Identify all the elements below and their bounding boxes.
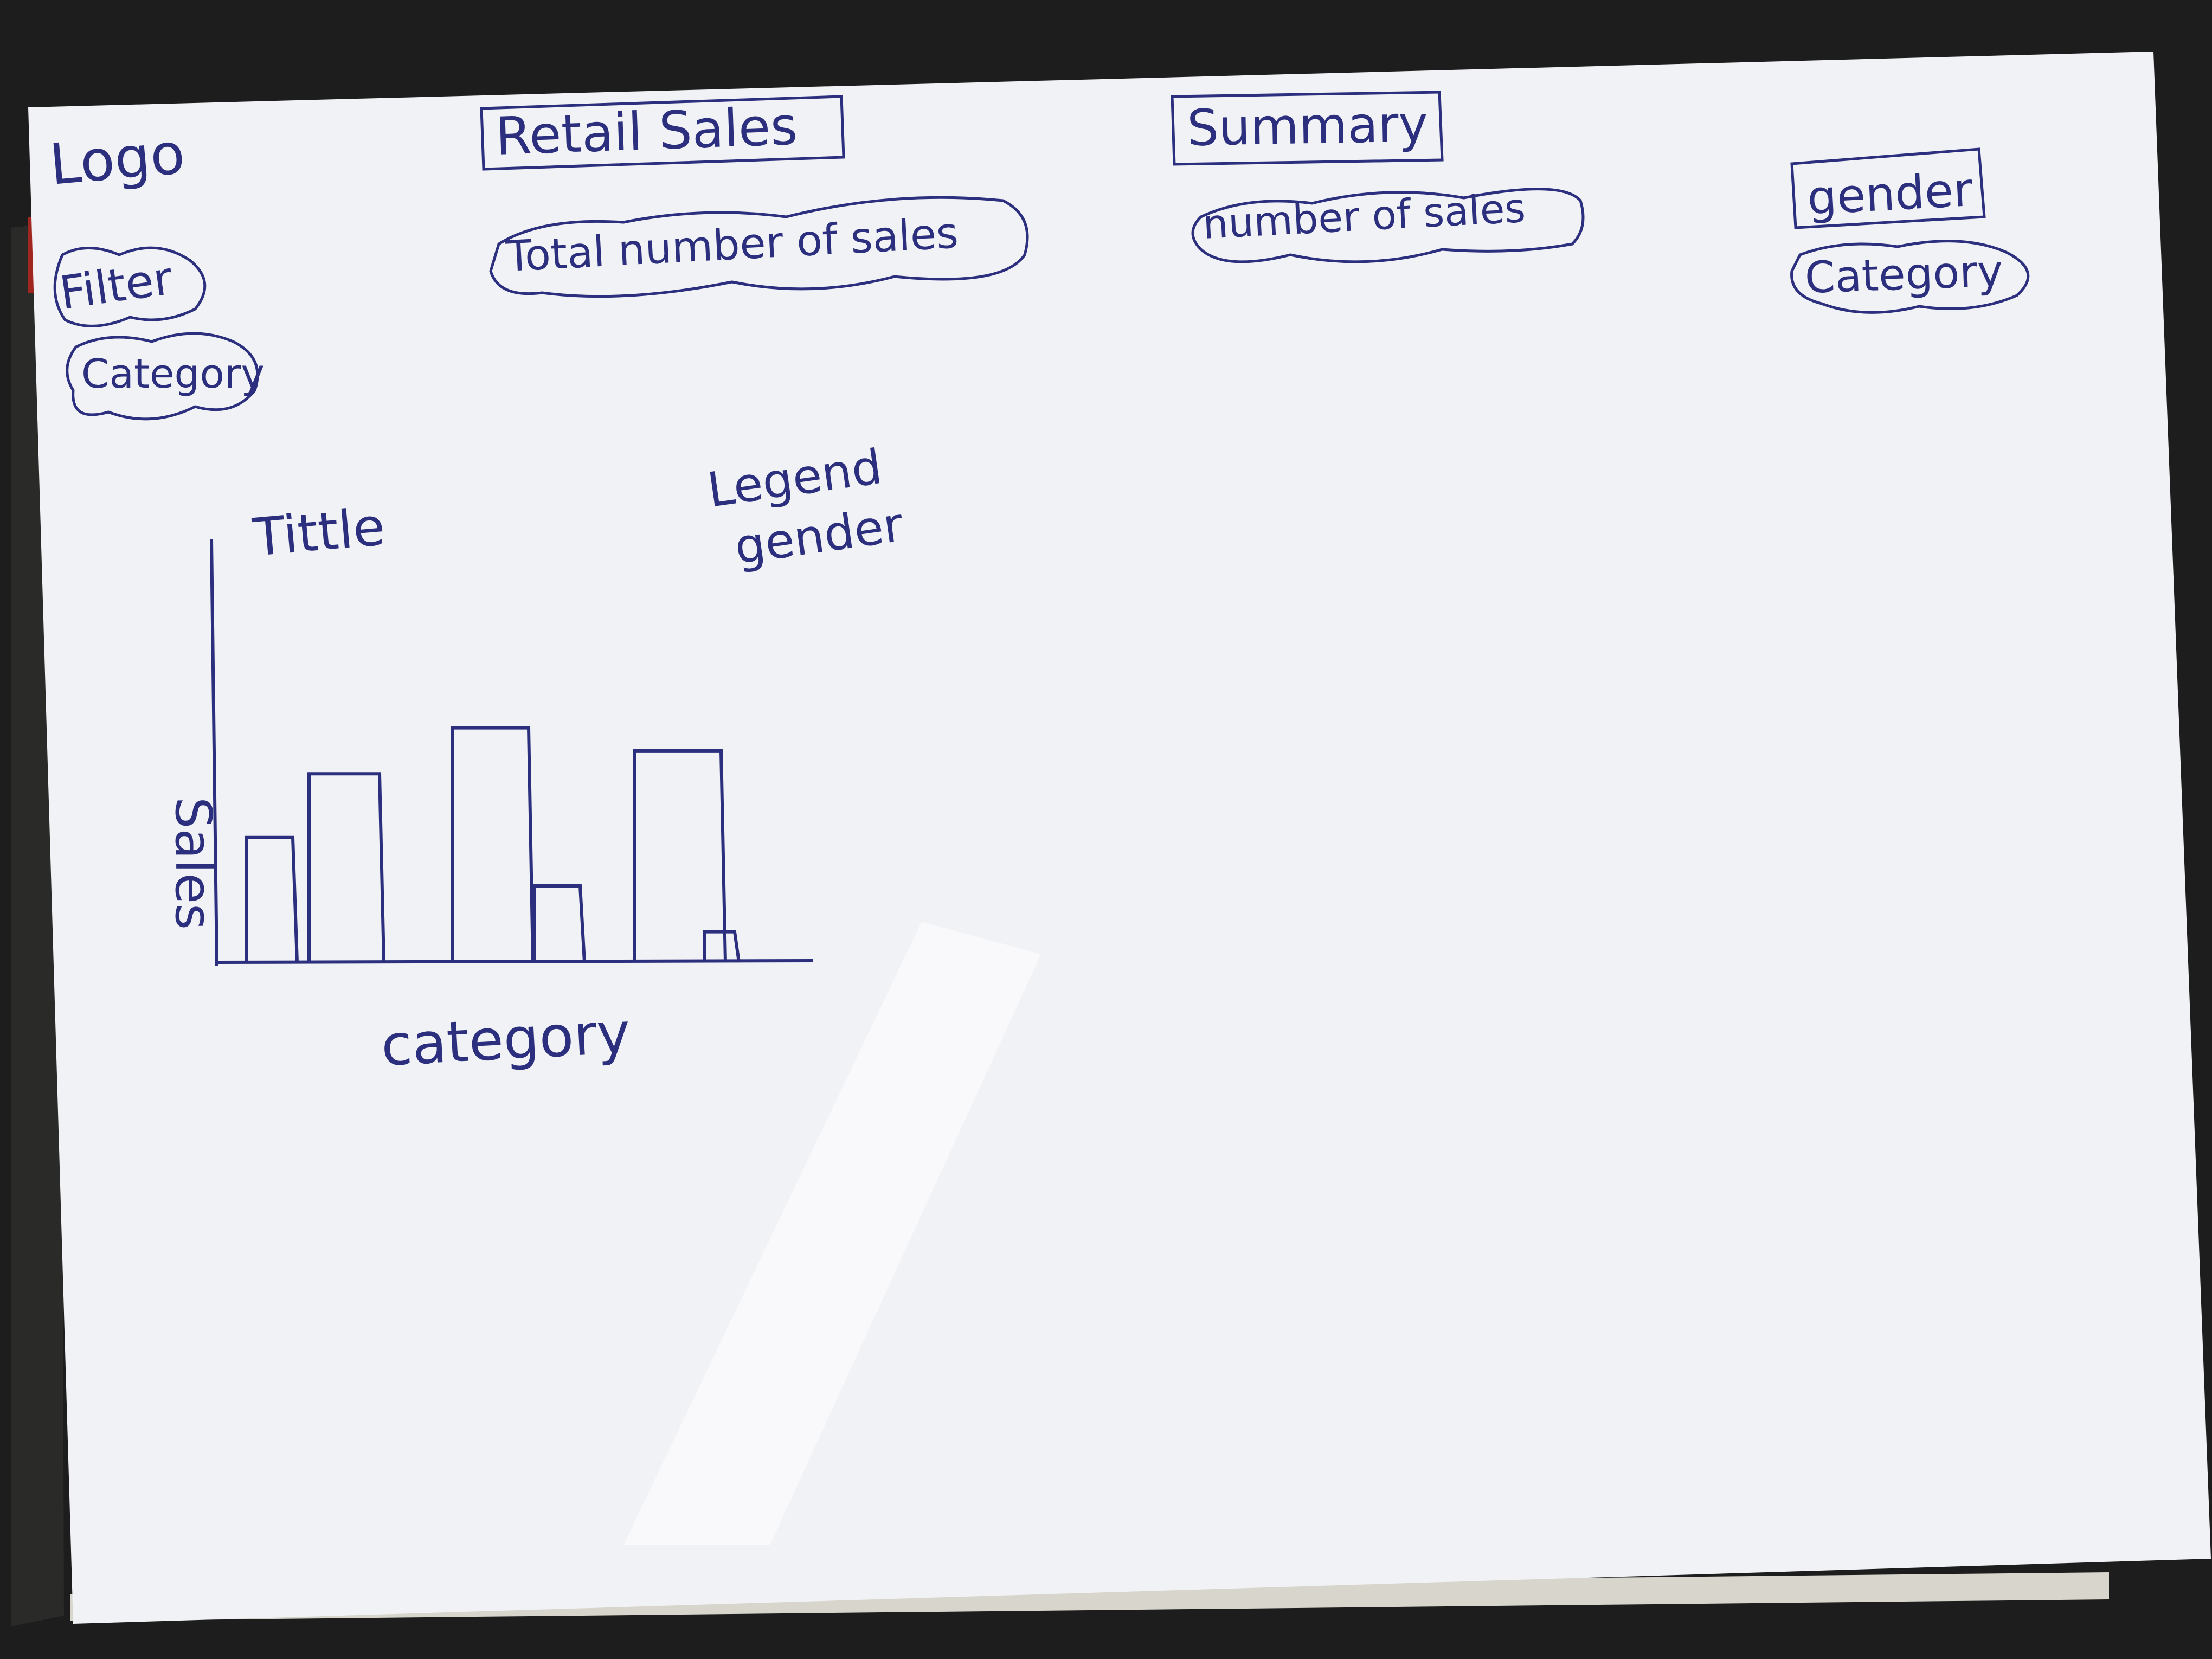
category-filter-cloud: [66, 332, 259, 421]
paper-stack-edge: [70, 1572, 2109, 1621]
filter-cloud: [53, 246, 207, 327]
bar-5: [633, 749, 727, 963]
retail-sales-box: [480, 95, 845, 171]
summary-title: Summary: [1187, 95, 1429, 157]
bar-4: [532, 884, 586, 963]
light-glare: [623, 922, 1041, 1545]
category-filter-label: Category: [81, 351, 265, 397]
gender-category-cloud: [1790, 240, 2030, 314]
bar-3: [451, 726, 535, 963]
number-of-sales-cloud: [1191, 188, 1585, 263]
gender-category-label: Category: [1804, 246, 2003, 303]
bars-group: [245, 726, 741, 963]
paper-sheet: [28, 52, 2211, 1624]
total-sales-cloud: [489, 196, 1029, 298]
bar-6: [703, 930, 741, 963]
bar-1: [245, 835, 299, 963]
x-axis-line: [216, 959, 814, 964]
bar-2: [307, 772, 385, 963]
logo-placeholder: Logo: [47, 120, 188, 198]
gender-filter-label: gender: [1806, 163, 1974, 226]
y-axis-label: Sales: [164, 797, 222, 930]
gender-filter-box: [1790, 147, 1986, 229]
y-axis-line: [210, 539, 218, 967]
retail-sales-title: Retail Sales: [494, 96, 799, 167]
x-axis-label: category: [380, 1000, 632, 1079]
summary-box: [1171, 91, 1444, 166]
chart-title: Tittle: [250, 496, 387, 568]
